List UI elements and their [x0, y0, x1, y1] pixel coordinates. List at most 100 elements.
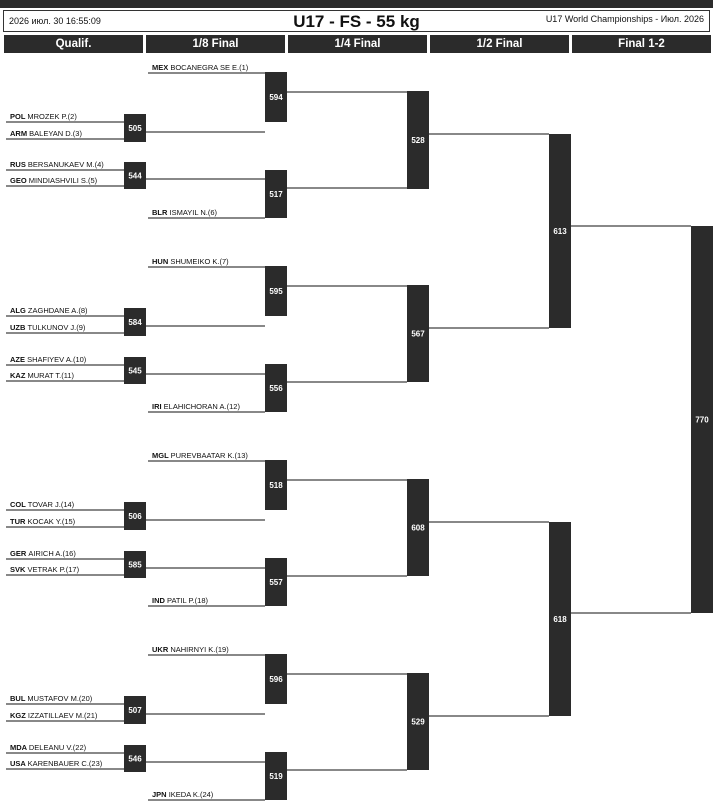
bout-number: 517	[269, 190, 283, 199]
athlete-name: KAZ MURAT T.(11)	[10, 371, 75, 380]
bout-box-qf	[407, 91, 429, 189]
athlete-fullname: MINDIASHVILI S.(5)	[29, 176, 98, 185]
athlete-name: JPN IKEDA K.(24)	[152, 790, 214, 799]
bout-box-qualif	[124, 551, 146, 578]
athlete-fullname: IKEDA K.(24)	[169, 790, 214, 799]
top-strip	[0, 0, 713, 8]
round-header-sf: 1/2 Final	[430, 35, 569, 53]
bout-box-r16	[265, 364, 287, 412]
athlete-name: USA KARENBAUER C.(23)	[10, 759, 103, 768]
athlete-country: KGZ	[10, 711, 28, 720]
athlete-fullname: DELEANU V.(22)	[29, 743, 87, 752]
print-date: 2026 июл. 30 16:55:09	[9, 16, 101, 26]
athlete-name: GER AIRICH A.(16)	[10, 549, 76, 558]
bout-number: 567	[411, 330, 425, 339]
athlete-fullname: MURAT T.(11)	[28, 371, 75, 380]
bout-number: 544	[128, 172, 142, 181]
bout-number: 519	[269, 772, 283, 781]
bout-box-r16	[265, 72, 287, 122]
athlete-fullname: BERSANUKAEV M.(4)	[28, 160, 104, 169]
bout-box-qualif	[124, 162, 146, 189]
athlete-country: BLR	[152, 208, 170, 217]
athlete-fullname: KARENBAUER C.(23)	[28, 759, 103, 768]
athlete-country: POL	[10, 112, 27, 121]
bout-box-final	[691, 226, 713, 613]
bout-number: 585	[128, 561, 142, 570]
athlete-fullname: ISMAYIL N.(6)	[170, 208, 218, 217]
athlete-country: IND	[152, 596, 167, 605]
athlete-country: MDA	[10, 743, 29, 752]
athlete-name: AZE SHAFIYEV A.(10)	[10, 355, 87, 364]
bout-box-sf	[549, 522, 571, 716]
event-name: U17 World Championships - Июл. 2026	[545, 14, 704, 24]
athlete-country: HUN	[152, 257, 170, 266]
round-header-qualif: Qualif.	[4, 35, 143, 53]
bout-box-qualif	[124, 114, 146, 142]
bout-box-qualif	[124, 357, 146, 384]
bout-number: 546	[128, 755, 142, 764]
athlete-country: UKR	[152, 645, 170, 654]
athlete-fullname: IZZATILLAEV M.(21)	[28, 711, 98, 720]
page-title: U17 - FS - 55 kg	[293, 12, 420, 31]
athlete-country: RUS	[10, 160, 28, 169]
athlete-name: TUR KOCAK Y.(15)	[10, 517, 76, 526]
athlete-fullname: SHUMEIKO K.(7)	[170, 257, 229, 266]
athlete-fullname: NAHIRNYI K.(19)	[170, 645, 229, 654]
bout-number: 545	[128, 367, 142, 376]
bout-box-qf	[407, 479, 429, 576]
bout-number: 595	[269, 287, 283, 296]
athlete-country: GEO	[10, 176, 29, 185]
athlete-country: ARM	[10, 129, 29, 138]
bout-box-r16	[265, 558, 287, 606]
bout-box-r16	[265, 266, 287, 316]
athlete-fullname: PATIL P.(18)	[167, 596, 208, 605]
bout-number: 584	[128, 318, 142, 327]
athlete-fullname: BOCANEGRA SE E.(1)	[170, 63, 248, 72]
athlete-name: SVK VETRAK P.(17)	[10, 565, 80, 574]
athlete-country: SVK	[10, 565, 28, 574]
athlete-name: KGZ IZZATILLAEV M.(21)	[10, 711, 98, 720]
bout-number: 594	[269, 93, 283, 102]
athlete-country: ALG	[10, 306, 28, 315]
bout-number: 529	[411, 718, 425, 727]
bout-number: 528	[411, 136, 425, 145]
bout-box-qualif	[124, 696, 146, 724]
athlete-name: IND PATIL P.(18)	[152, 596, 208, 605]
athlete-fullname: TULKUNOV J.(9)	[28, 323, 86, 332]
athlete-country: KAZ	[10, 371, 28, 380]
athlete-fullname: TOVAR J.(14)	[28, 500, 75, 509]
athlete-fullname: ZAGHDANE A.(8)	[28, 306, 88, 315]
bout-box-qf	[407, 285, 429, 382]
bout-number: 556	[269, 384, 283, 393]
athlete-country: GER	[10, 549, 28, 558]
bout-number: 505	[128, 124, 142, 133]
bout-box-qf	[407, 673, 429, 770]
athlete-name: GEO MINDIASHVILI S.(5)	[10, 176, 98, 185]
bout-box-r16	[265, 752, 287, 800]
athlete-name: ARM BALEYAN D.(3)	[10, 129, 82, 138]
bout-box-sf	[549, 134, 571, 328]
bout-box-r16	[265, 654, 287, 704]
athlete-name: ALG ZAGHDANE A.(8)	[10, 306, 88, 315]
bout-box-qualif	[124, 308, 146, 336]
athlete-country: JPN	[152, 790, 169, 799]
athlete-name: RUS BERSANUKAEV M.(4)	[10, 160, 104, 169]
bout-box-r16	[265, 170, 287, 218]
athlete-name: MGL PUREVBAATAR K.(13)	[152, 451, 248, 460]
bout-number: 618	[553, 615, 567, 624]
athlete-fullname: KOCAK Y.(15)	[28, 517, 76, 526]
athlete-country: AZE	[10, 355, 27, 364]
round-header-qf: 1/4 Final	[288, 35, 427, 53]
athlete-fullname: SHAFIYEV A.(10)	[27, 355, 87, 364]
athlete-country: IRI	[152, 402, 164, 411]
athlete-fullname: VETRAK P.(17)	[28, 565, 80, 574]
bout-number: 518	[269, 481, 283, 490]
athlete-name: BLR ISMAYIL N.(6)	[152, 208, 218, 217]
bout-box-r16	[265, 460, 287, 510]
athlete-country: COL	[10, 500, 28, 509]
athlete-country: TUR	[10, 517, 28, 526]
bout-number: 613	[553, 227, 567, 236]
athlete-name: UZB TULKUNOV J.(9)	[10, 323, 86, 332]
athlete-country: UZB	[10, 323, 28, 332]
